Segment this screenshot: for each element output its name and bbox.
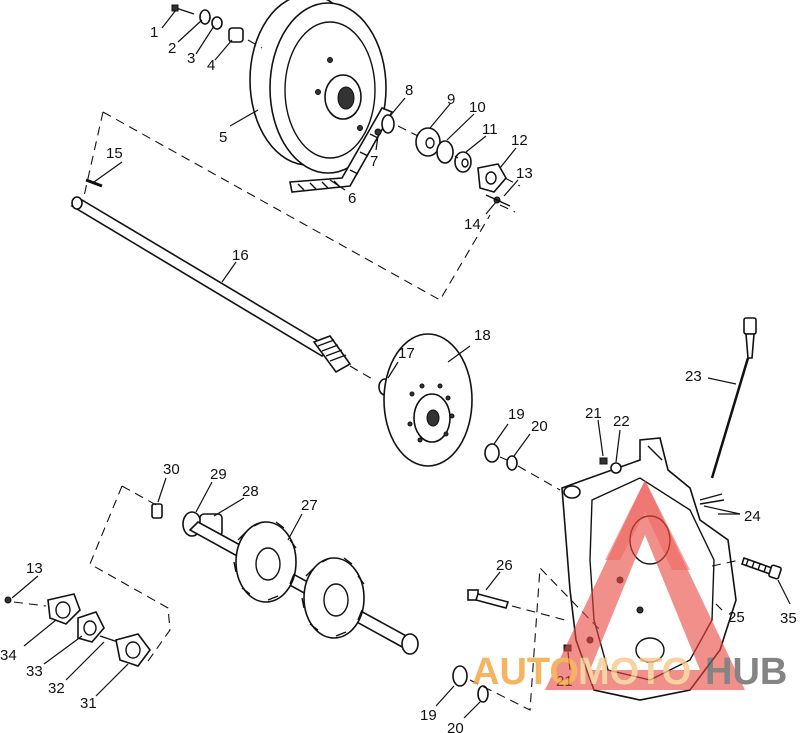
callout-6: 6	[348, 190, 356, 207]
part-brake-disc-18	[383, 333, 473, 467]
part-bearing-19b	[452, 665, 468, 687]
part-screw-1	[171, 4, 195, 15]
part-seal-32	[99, 635, 119, 643]
callout-23: 23	[685, 368, 702, 385]
part-washer-22	[610, 462, 622, 474]
part-shaft-16	[70, 196, 352, 374]
callout-28: 28	[242, 483, 259, 500]
part-washer-2	[199, 9, 211, 25]
callout-19a: 19	[508, 406, 525, 423]
part-washer-3	[211, 16, 223, 30]
callout-27: 27	[301, 497, 318, 514]
callout-16: 16	[232, 247, 249, 264]
part-flange-12	[477, 163, 507, 193]
callout-4: 4	[207, 57, 215, 74]
part-roll-pin-15	[85, 178, 103, 188]
callout-17: 17	[398, 345, 415, 362]
callout-3: 3	[187, 50, 195, 67]
callout-31: 31	[80, 695, 97, 712]
callout-33: 33	[26, 663, 43, 680]
callout-9: 9	[447, 91, 455, 108]
watermark-word-hub: HUB	[705, 651, 787, 693]
callout-5: 5	[219, 129, 227, 146]
part-flange-31	[115, 633, 151, 667]
watermark-peak-icon	[605, 480, 690, 570]
callout-32: 32	[48, 680, 65, 697]
callout-34: 34	[0, 647, 17, 664]
watermark-word-moto: MOTO	[578, 651, 691, 693]
flange-leader-lines	[11, 575, 129, 697]
part-bearing-19a	[484, 443, 500, 463]
callout-12: 12	[511, 132, 528, 149]
callout-19b: 19	[420, 707, 437, 724]
part-bearing-33	[77, 611, 105, 643]
part-ring-20b	[477, 685, 489, 703]
part-pin-7	[374, 128, 382, 136]
callout-30: 30	[163, 461, 180, 478]
callout-1: 1	[150, 24, 158, 41]
top-leader-lines	[161, 9, 519, 215]
callout-18: 18	[474, 327, 491, 344]
callout-13b: 13	[26, 560, 43, 577]
part-cotter-24	[699, 493, 725, 505]
part-bolt-26	[467, 589, 510, 609]
watermark-logo: AUTO MOTO HUB	[472, 480, 787, 693]
callout-8: 8	[405, 82, 413, 99]
part-ring-20a	[506, 455, 518, 471]
callout-11: 11	[482, 121, 498, 138]
callout-25: 25	[728, 609, 745, 626]
watermark-word-auto: AUTO	[472, 651, 579, 693]
watermark-triangle-icon	[545, 480, 745, 690]
part-washer-8	[381, 114, 395, 134]
top-pulley-assembly	[171, 0, 511, 207]
callout-10: 10	[469, 99, 486, 116]
callout-13a: 13	[516, 165, 533, 182]
callout-7: 7	[370, 153, 378, 170]
callout-35: 35	[780, 610, 797, 627]
callout-20b: 20	[447, 720, 464, 733]
part-nut-13b	[4, 596, 12, 604]
callout-24: 24	[744, 508, 761, 525]
callout-15: 15	[106, 145, 123, 162]
part-dipstick-23	[710, 317, 757, 479]
callout-2: 2	[168, 40, 176, 57]
part-spacer-4	[228, 27, 244, 43]
lower-left-leader-lines	[157, 477, 303, 541]
top-dashed-lines	[81, 39, 521, 301]
callout-labels: 1 2 3 4 5 6 7 8 9 10 11 12 13 14 15 16 1…	[0, 24, 797, 733]
part-bearing-10	[436, 140, 454, 164]
part-flange-34	[47, 593, 81, 625]
callout-26: 26	[496, 557, 513, 574]
part-bearing-11	[454, 151, 472, 173]
part-pulley-5	[249, 0, 387, 174]
callout-29: 29	[210, 466, 227, 483]
part-bearing-30	[151, 503, 163, 519]
part-bearing-cap-9	[415, 127, 441, 157]
part-drive-shaft-27	[188, 521, 419, 655]
part-nut-21a	[599, 457, 608, 465]
callout-14: 14	[464, 216, 481, 233]
part-bolt-35	[740, 556, 782, 580]
callout-22: 22	[613, 413, 630, 430]
middle-leader-lines	[93, 161, 531, 457]
callout-21a: 21	[585, 405, 602, 422]
callout-20a: 20	[531, 418, 548, 435]
